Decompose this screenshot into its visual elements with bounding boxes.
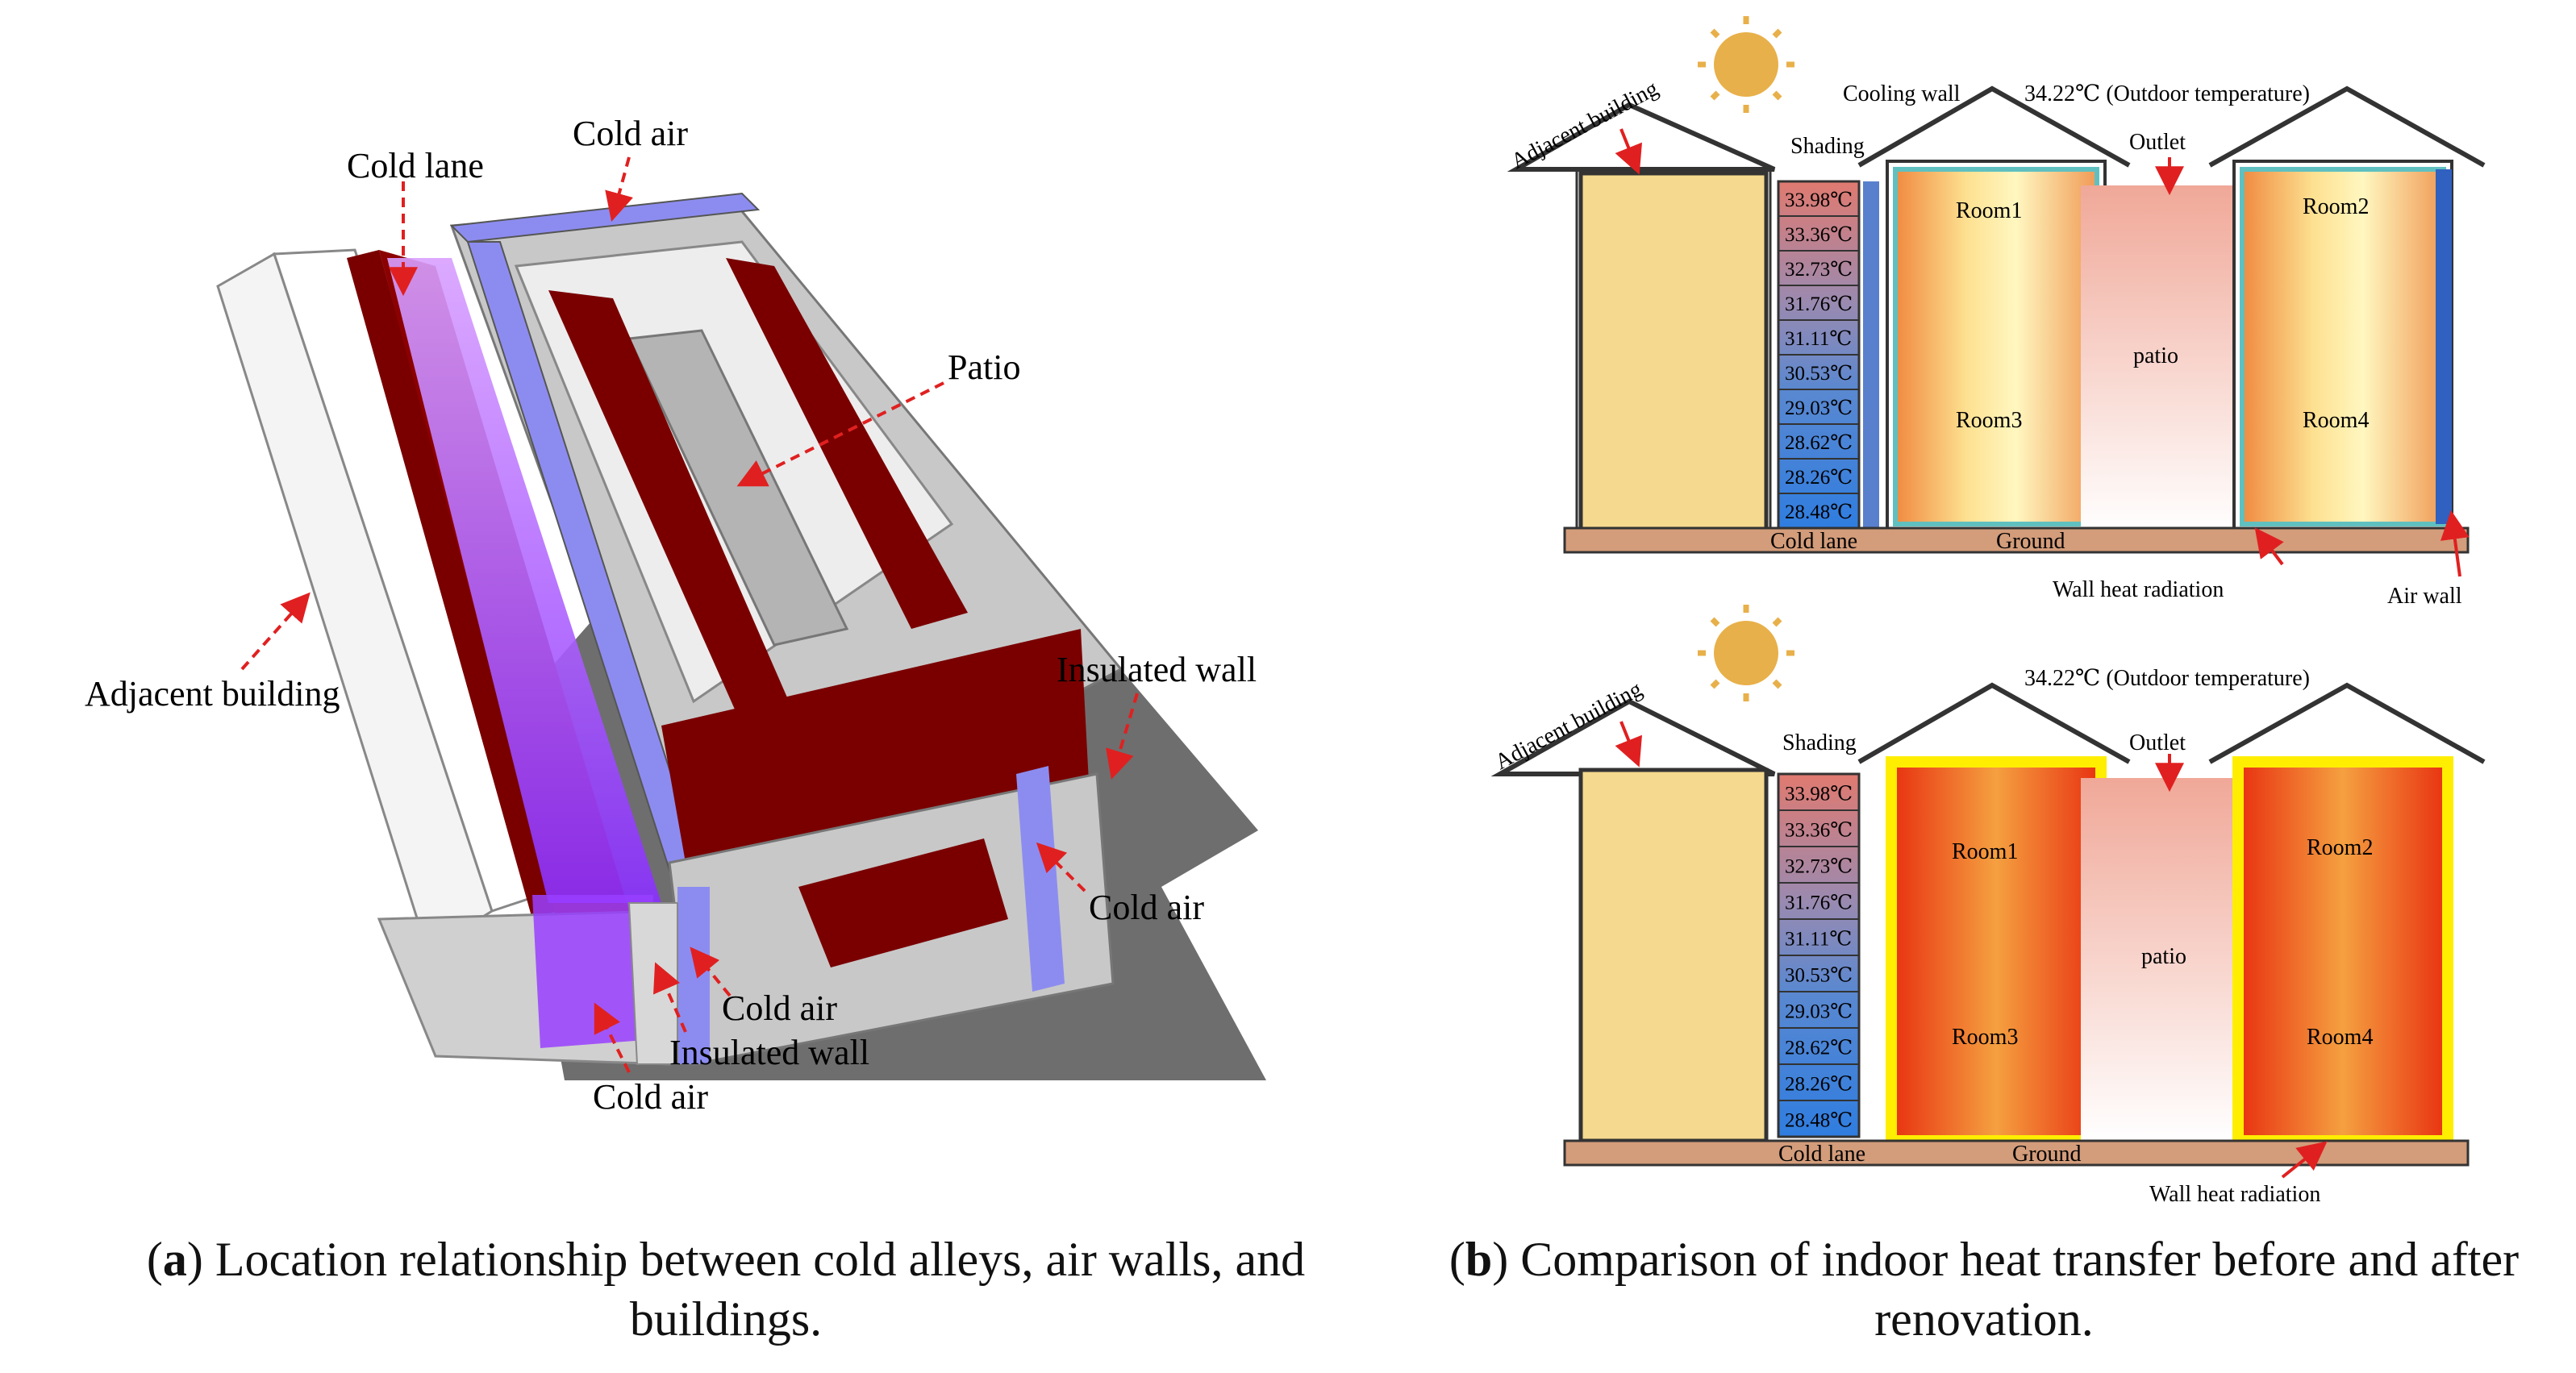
temp-label-top-4: 31.11℃	[1785, 328, 1852, 350]
label-room3-bottom: Room3	[1952, 1025, 2018, 1050]
label-adjacent-building-top: Adjacent building	[1507, 76, 1662, 174]
temp-label-top-7: 28.62℃	[1785, 432, 1853, 454]
temp-label-bottom-7: 28.62℃	[1785, 1037, 1853, 1059]
arrow-cold-air-bottom	[594, 1002, 631, 1073]
label-cold-lane-top: Cold lane	[1770, 529, 1857, 554]
label-room2-top: Room2	[2303, 194, 2369, 219]
temp-label-bottom-4: 31.11℃	[1785, 928, 1852, 950]
arrow-cold-air-mid	[690, 947, 732, 997]
label-ground-top: Ground	[1996, 529, 2065, 554]
label-cold-lane: Cold lane	[347, 146, 484, 185]
label-cooling-wall: Cooling wall	[1843, 81, 1961, 106]
label-room2-bottom: Room2	[2307, 835, 2373, 860]
label-room1-top: Room1	[1956, 198, 2022, 223]
temp-label-bottom-8: 28.26℃	[1785, 1073, 1853, 1095]
caption-b-text: ) Comparison of indoor heat transfer bef…	[1492, 1233, 2520, 1346]
label-cold-air-top: Cold air	[573, 114, 688, 153]
label-outdoor-temp-bottom: 34.22℃ (Outdoor temperature)	[2024, 666, 2310, 691]
label-insulated-wall-bottom: Insulated wall	[669, 1033, 869, 1072]
arrow-insulated-wall-bottom	[653, 962, 687, 1033]
sun-icon-bottom	[1698, 605, 1794, 701]
temp-label-top-2: 32.73℃	[1785, 259, 1853, 281]
label-patio-bottom: patio	[2141, 944, 2186, 969]
caption-b: (b) Comparison of indoor heat transfer b…	[1448, 1233, 2520, 1346]
label-room4-top: Room4	[2303, 408, 2369, 433]
arrow-cold-air-top	[605, 156, 633, 222]
label-patio: Patio	[948, 347, 1020, 387]
temp-label-top-6: 29.03℃	[1785, 397, 1853, 419]
temp-label-bottom-0: 33.98℃	[1785, 783, 1853, 805]
temp-label-bottom-2: 32.73℃	[1785, 855, 1853, 877]
temp-label-top-9: 28.48℃	[1785, 501, 1853, 523]
caption-a-letter: a	[162, 1233, 187, 1286]
label-insulated-wall-right: Insulated wall	[1057, 650, 1257, 689]
temp-label-top-3: 31.76℃	[1785, 293, 1853, 315]
temp-label-bottom-6: 29.03℃	[1785, 1001, 1853, 1022]
arrow-adjacent-building	[240, 592, 311, 671]
cold-lane-block	[387, 258, 661, 1048]
arrow-insulated-wall-right	[1106, 693, 1139, 780]
temp-label-top-5: 30.53℃	[1785, 363, 1853, 385]
label-cold-air-bottom: Cold air	[593, 1077, 708, 1117]
label-cold-lane-bottom: Cold lane	[1778, 1142, 1865, 1167]
label-shading-top: Shading	[1790, 134, 1865, 159]
arrow-patio	[736, 381, 944, 487]
arrow-cold-air-right	[1036, 842, 1086, 892]
panel-b-bottom-diagram: 33.98℃ 33.36℃ 32.73℃ 31.76℃ 31.11℃ 30.53℃ 29.0…	[1490, 605, 2486, 1207]
caption-a-text: ) Location relationship between cold all…	[186, 1233, 1306, 1346]
caption-b-letter: b	[1465, 1233, 1493, 1286]
label-room1-bottom: Room1	[1952, 839, 2018, 864]
panel-a-3d-model: Cold lane Cold air Patio Adjacent buildi…	[85, 114, 1266, 1117]
label-air-wall: Air wall	[2387, 584, 2462, 609]
label-outlet-top: Outlet	[2129, 130, 2186, 155]
label-ground-bottom: Ground	[2012, 1142, 2082, 1167]
panel-b-top-diagram: 33.98℃ 33.36℃ 32.73℃ 31.76℃ 31.11℃ 30.53℃ 29.0…	[1507, 16, 2486, 609]
label-adjacent-building: Adjacent building	[85, 674, 340, 714]
temp-label-bottom-3: 31.76℃	[1785, 892, 1853, 913]
caption-a: (a) Location relationship between cold a…	[146, 1233, 1306, 1346]
temp-column-top: 33.98℃ 33.36℃ 32.73℃ 31.76℃ 31.11℃ 30.53℃ 29.0…	[1778, 189, 1859, 529]
label-cold-air-mid: Cold air	[722, 988, 837, 1028]
temp-label-bottom-1: 33.36℃	[1785, 819, 1853, 841]
label-room4-bottom: Room4	[2307, 1025, 2373, 1050]
label-shading-bottom: Shading	[1782, 730, 1857, 755]
label-room3-top: Room3	[1956, 408, 2022, 433]
temp-label-bottom-5: 30.53℃	[1785, 964, 1853, 986]
temp-label-top-1: 33.36℃	[1785, 224, 1853, 246]
temp-label-top-0: 33.98℃	[1785, 189, 1853, 211]
label-outlet-bottom: Outlet	[2129, 730, 2186, 755]
temp-column-bottom: 33.98℃ 33.36℃ 32.73℃ 31.76℃ 31.11℃ 30.53℃ 29.0…	[1778, 783, 1859, 1138]
main-building-block	[449, 192, 1123, 1066]
temp-label-top-8: 28.26℃	[1785, 467, 1853, 489]
label-outdoor-temp-top: 34.22℃ (Outdoor temperature)	[2024, 81, 2310, 106]
label-wall-heat-radiation-top: Wall heat radiation	[2053, 577, 2224, 602]
label-patio-top: patio	[2133, 343, 2178, 368]
temp-label-bottom-9: 28.48℃	[1785, 1109, 1853, 1131]
label-wall-heat-radiation-bottom: Wall heat radiation	[2149, 1182, 2320, 1207]
sun-icon	[1698, 16, 1794, 113]
label-cold-air-right: Cold air	[1089, 888, 1204, 927]
